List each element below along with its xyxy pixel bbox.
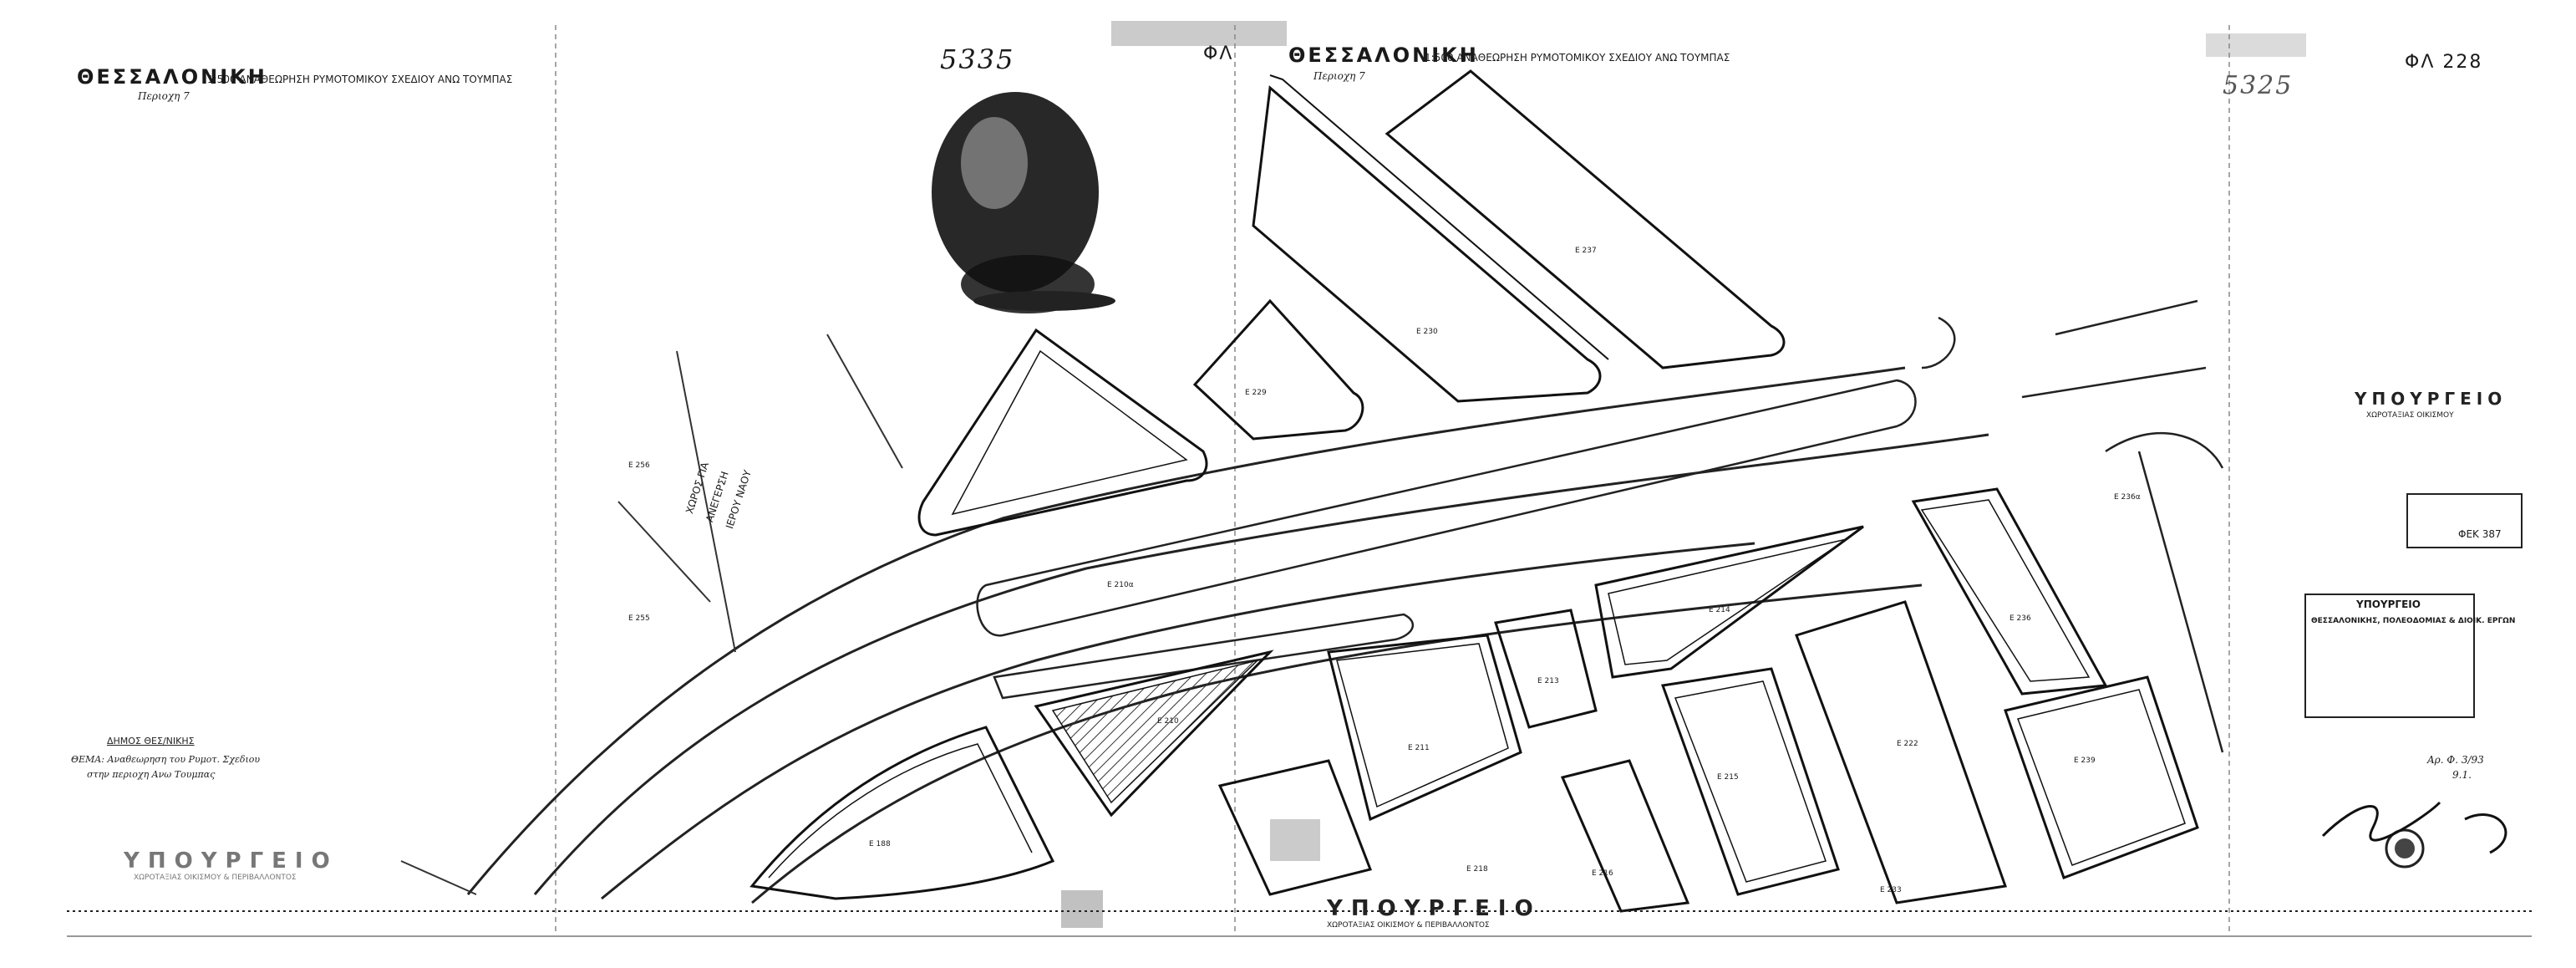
block-label: Ε 213	[1537, 677, 1559, 685]
block-label: Ε 237	[1575, 247, 1597, 255]
block-label: Ε 210	[1157, 717, 1179, 726]
block-label: Ε 230	[1416, 328, 1438, 336]
bottom-border	[67, 910, 2532, 937]
approval-ref: Αρ. Φ. 3/93	[2427, 754, 2484, 766]
handwritten-number-right: 5325	[2223, 71, 2294, 100]
block-label: Ε 216	[1592, 869, 1613, 878]
sheet-seams	[555, 25, 2230, 936]
block-label: Ε 210α	[1107, 581, 1134, 589]
title-center: ΘΕΣΣΑΛΟΝΙΚΗ	[1288, 43, 1479, 67]
ink-blot	[932, 92, 1115, 313]
ministry-stamp-right-sub: ΧΩΡΟΤΑΞΙΑΣ ΟΙΚΙΣΜΟΥ	[2366, 411, 2454, 420]
subtitle-left: Περιοχη 7	[138, 90, 190, 102]
block-label: Ε 239	[2074, 757, 2096, 765]
approval-stamp: ΥΠΟΥΡΓΕΙΟ ΘΕΣΣΑΛΟΝΙΚΗΣ, ΠΟΛΕΟΔΟΜΙΑΣ & ΔΙ…	[2304, 594, 2515, 718]
upper-blocks	[1192, 69, 1786, 441]
gazette-ref: ΦΕΚ 387	[2458, 528, 2502, 540]
subject-line2: στην περιοχη Ανω Τουμπας	[87, 769, 216, 780]
ministry-stamp-bottom-sub: ΧΩΡΟΤΑΞΙΑΣ ΟΙΚΙΣΜΟΥ & ΠΕΡΙΒΑΛΛΟΝΤΟΣ	[1327, 921, 1490, 930]
ministry-stamp-left: ΥΠΟΥΡΓΕΙΟ	[124, 848, 338, 874]
ministry-stamp-bottom: ΥΠΟΥΡΓΕΙΟ	[1327, 896, 1542, 921]
block-label: Ε 255	[628, 614, 650, 623]
municipality-label: ΔΗΜΟΣ ΘΕΣ/ΝΙΚΗΣ	[107, 736, 195, 746]
block-label: Ε 233	[1880, 886, 1902, 894]
signature-scribble	[2321, 801, 2507, 854]
sheet-code-right: ΦΛ 228	[2405, 52, 2483, 73]
approval-line1: ΘΕΣΣΑΛΟΝΙΚΗΣ, ΠΟΛΕΟΔΟΜΙΑΣ & ΔΙΟΙΚ. ΕΡΓΩΝ	[2311, 617, 2516, 625]
scan-speckle	[1061, 21, 2306, 928]
ministry-stamp-left-sub: ΧΩΡΟΤΑΞΙΑΣ ΟΙΚΙΣΜΟΥ & ΠΕΡΙΒΑΛΛΟΝΤΟΣ	[134, 874, 297, 882]
block-label: Ε 236	[2009, 614, 2031, 623]
left-parcel-lines	[400, 334, 903, 895]
block-label: Ε 214	[1709, 606, 1730, 614]
sheet-code-center: ΦΛ	[1203, 43, 1234, 64]
block-label: Ε 215	[1717, 773, 1739, 782]
curved-block-left	[749, 726, 1055, 900]
title-center-detail: 1:500 ΑΝΑΘΕΩΡΗΣΗ ΡΥΜΟΤΟΜΙΚΟΥ ΣΧΕΔΙΟΥ ΑΝΩ…	[1425, 52, 1730, 64]
round-seal	[2385, 828, 2425, 869]
block-label: Ε 229	[1245, 389, 1267, 397]
title-left-detail: 1:500 ΑΝΑΘΕΩΡΗΣΗ ΡΥΜΟΤΟΜΙΚΟΥ ΣΧΕΔΙΟΥ ΑΝΩ…	[207, 74, 513, 85]
block-label: Ε 218	[1466, 865, 1488, 874]
ministry-stamp-right: ΥΠΟΥΡΓΕΙΟ	[2355, 389, 2507, 409]
subject-line1: ΘΕΜΑ: Αναθεωρηση του Ρυμοτ. Σχεδιου	[71, 754, 261, 765]
block-label: Ε 222	[1897, 740, 1918, 748]
gazette-stamp: ΦΕΚ 387	[2406, 493, 2523, 548]
block-label: Ε 236α	[2114, 493, 2141, 502]
block-label: Ε 256	[628, 461, 650, 470]
approval-title: ΥΠΟΥΡΓΕΙΟ	[2356, 599, 2421, 610]
block-label: Ε 211	[1408, 744, 1430, 752]
handwritten-number-left: 5335	[940, 43, 1015, 75]
median-islands	[976, 379, 1917, 700]
title-left: ΘΕΣΣΑΛΟΝΙΚΗ	[77, 65, 267, 89]
lower-blocks	[1217, 487, 2199, 913]
triangle-block-left	[917, 328, 1208, 537]
subtitle-center: Περιοχη 7	[1313, 70, 1365, 82]
right-road	[1921, 299, 2224, 753]
block-label: Ε 188	[869, 840, 891, 848]
approval-date: 9.1.	[2452, 769, 2472, 781]
hatched-block	[1034, 650, 1274, 818]
